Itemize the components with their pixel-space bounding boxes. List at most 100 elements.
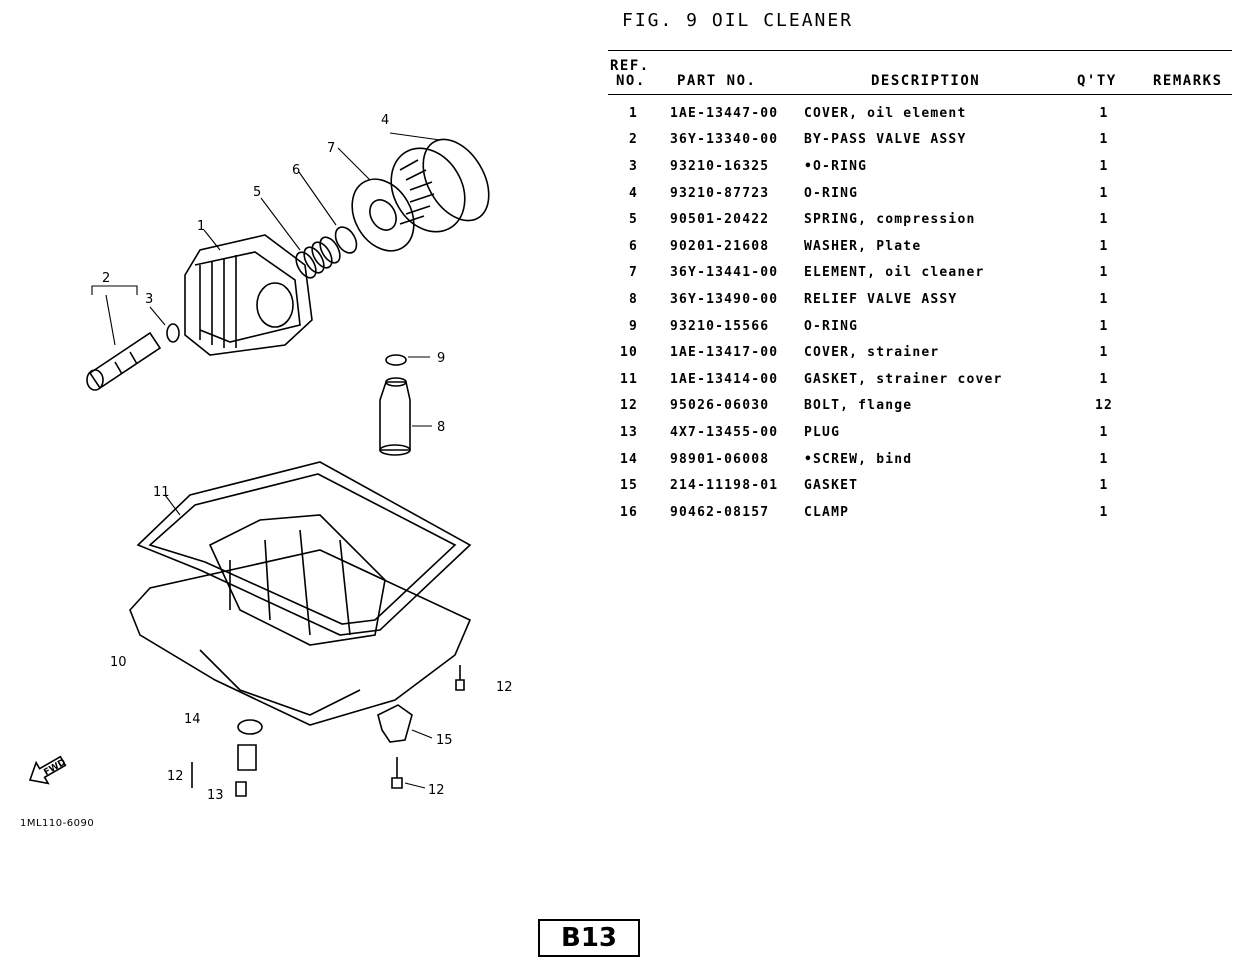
part-no-cell: 93210-15566 [670, 318, 770, 334]
part-no-cell: 36Y-13441-00 [670, 265, 779, 281]
ref-cell: 11 [619, 371, 638, 387]
description-cell: PLUG [804, 424, 841, 440]
callout-1: 1 [197, 219, 205, 234]
callout-8: 8 [437, 420, 445, 435]
part-no-cell: 98901-06008 [670, 451, 770, 467]
header-rule-top [608, 50, 1232, 51]
bind-screw [235, 781, 247, 797]
clamp [377, 704, 413, 743]
table-row: 6 90201-21608 WASHER, Plate 1 [608, 233, 1134, 260]
ref-cell: 9 [628, 318, 638, 334]
ref-cell: 4 [628, 185, 638, 201]
ref-cell: 15 [619, 478, 638, 494]
plate-washer [334, 226, 358, 254]
callout-11: 11 [153, 485, 170, 500]
table-row: 3 93210-16325 •O-RING 1 [608, 153, 1134, 180]
ref-cell: 5 [628, 212, 638, 228]
description-cell: GASKET [804, 478, 859, 494]
ref-cell: 7 [628, 265, 638, 281]
fwd-label: FWD [42, 758, 67, 778]
description-cell: COVER, oil element [804, 105, 967, 121]
figure-title: FIG. 9 OIL CLEANER [622, 10, 854, 31]
qty-cell: 1 [1099, 371, 1109, 387]
description-cell: RELIEF VALVE ASSY [804, 291, 958, 307]
table-row: 15 214-11198-01 GASKET 1 [608, 472, 1134, 499]
callout-15: 14 [184, 712, 201, 727]
relief-valve [379, 377, 411, 456]
ref-cell: 10 [619, 345, 638, 361]
table-row: 14 98901-06008 •SCREW, bind 1 [608, 446, 1134, 473]
ref-cell: 13 [619, 424, 638, 440]
part-no-cell: 93210-16325 [670, 158, 770, 174]
ref-cell: 14 [619, 451, 638, 467]
ref-header-line2: NO. [616, 73, 646, 89]
compression-spring [295, 236, 341, 279]
description-cell: WASHER, Plate [804, 238, 922, 254]
description-cell: •O-RING [804, 158, 868, 174]
by-pass-valve [86, 331, 162, 391]
qty-cell: 1 [1099, 318, 1109, 334]
ref-cell: 8 [628, 291, 638, 307]
table-row: 9 93210-15566 O-RING 1 [608, 313, 1134, 340]
part-no-cell: 4X7-13455-00 [670, 424, 779, 440]
callout-13: 12 [167, 769, 184, 784]
qty-cell: 1 [1099, 238, 1109, 254]
part-no-cell: 90201-21608 [670, 238, 770, 254]
strainer-cover [129, 514, 472, 726]
ref-cell: 3 [628, 158, 638, 174]
description-cell: SPRING, compression [804, 212, 976, 228]
callout-16: 15 [436, 733, 453, 748]
part-no-cell: 36Y-13340-00 [670, 132, 779, 148]
qty-cell: 1 [1099, 451, 1109, 467]
part-no-cell: 214-11198-01 [670, 478, 779, 494]
description-cell: •SCREW, bind [804, 451, 913, 467]
callout-14: 13 [207, 788, 224, 803]
qty-cell: 1 [1099, 291, 1109, 307]
ref-cell: 12 [619, 398, 638, 414]
header-rule-bottom [608, 94, 1232, 95]
callout-6: 6 [292, 163, 300, 178]
callout-3: 3 [145, 292, 153, 307]
qty-cell: 1 [1099, 504, 1109, 520]
callout-12-bottom: 12 [428, 783, 445, 798]
ref-cell: 6 [628, 238, 638, 254]
description-cell: ELEMENT, oil cleaner [804, 265, 985, 281]
table-row: 1 1AE-13447-00 COVER, oil element 1 [608, 100, 1134, 127]
part-no-header: PART NO. [677, 73, 757, 89]
strainer-cover-gasket [136, 461, 472, 636]
part-no-cell: 95026-06030 [670, 398, 770, 414]
callout-7: 7 [327, 141, 335, 156]
plug-gasket [237, 719, 263, 735]
qty-cell: 1 [1099, 212, 1109, 228]
ref-header-line1: REF. [610, 58, 650, 74]
ref-cell: 1 [628, 105, 638, 121]
description-cell: BOLT, flange [804, 398, 913, 414]
fwd-arrow: FWD [28, 755, 68, 785]
qty-cell: 1 [1099, 105, 1109, 121]
part-no-cell: 1AE-13414-00 [670, 371, 779, 387]
qty-cell: 1 [1099, 158, 1109, 174]
description-cell: BY-PASS VALVE ASSY [804, 132, 967, 148]
oil-element-cover [184, 234, 313, 356]
callout-2: 2 [102, 271, 110, 286]
description-cell: O-RING [804, 185, 859, 201]
remarks-header: REMARKS [1153, 73, 1223, 89]
part-no-cell: 93210-87723 [670, 185, 770, 201]
oil-element [351, 147, 466, 252]
part-no-cell: 1AE-13447-00 [670, 105, 779, 121]
description-cell: CLAMP [804, 504, 850, 520]
description-cell: O-RING [804, 318, 859, 334]
qty-cell: 1 [1099, 478, 1109, 494]
part-no-cell: 1AE-13417-00 [670, 345, 779, 361]
description-cell: COVER, strainer [804, 345, 940, 361]
callout-4: 4 [381, 113, 389, 128]
